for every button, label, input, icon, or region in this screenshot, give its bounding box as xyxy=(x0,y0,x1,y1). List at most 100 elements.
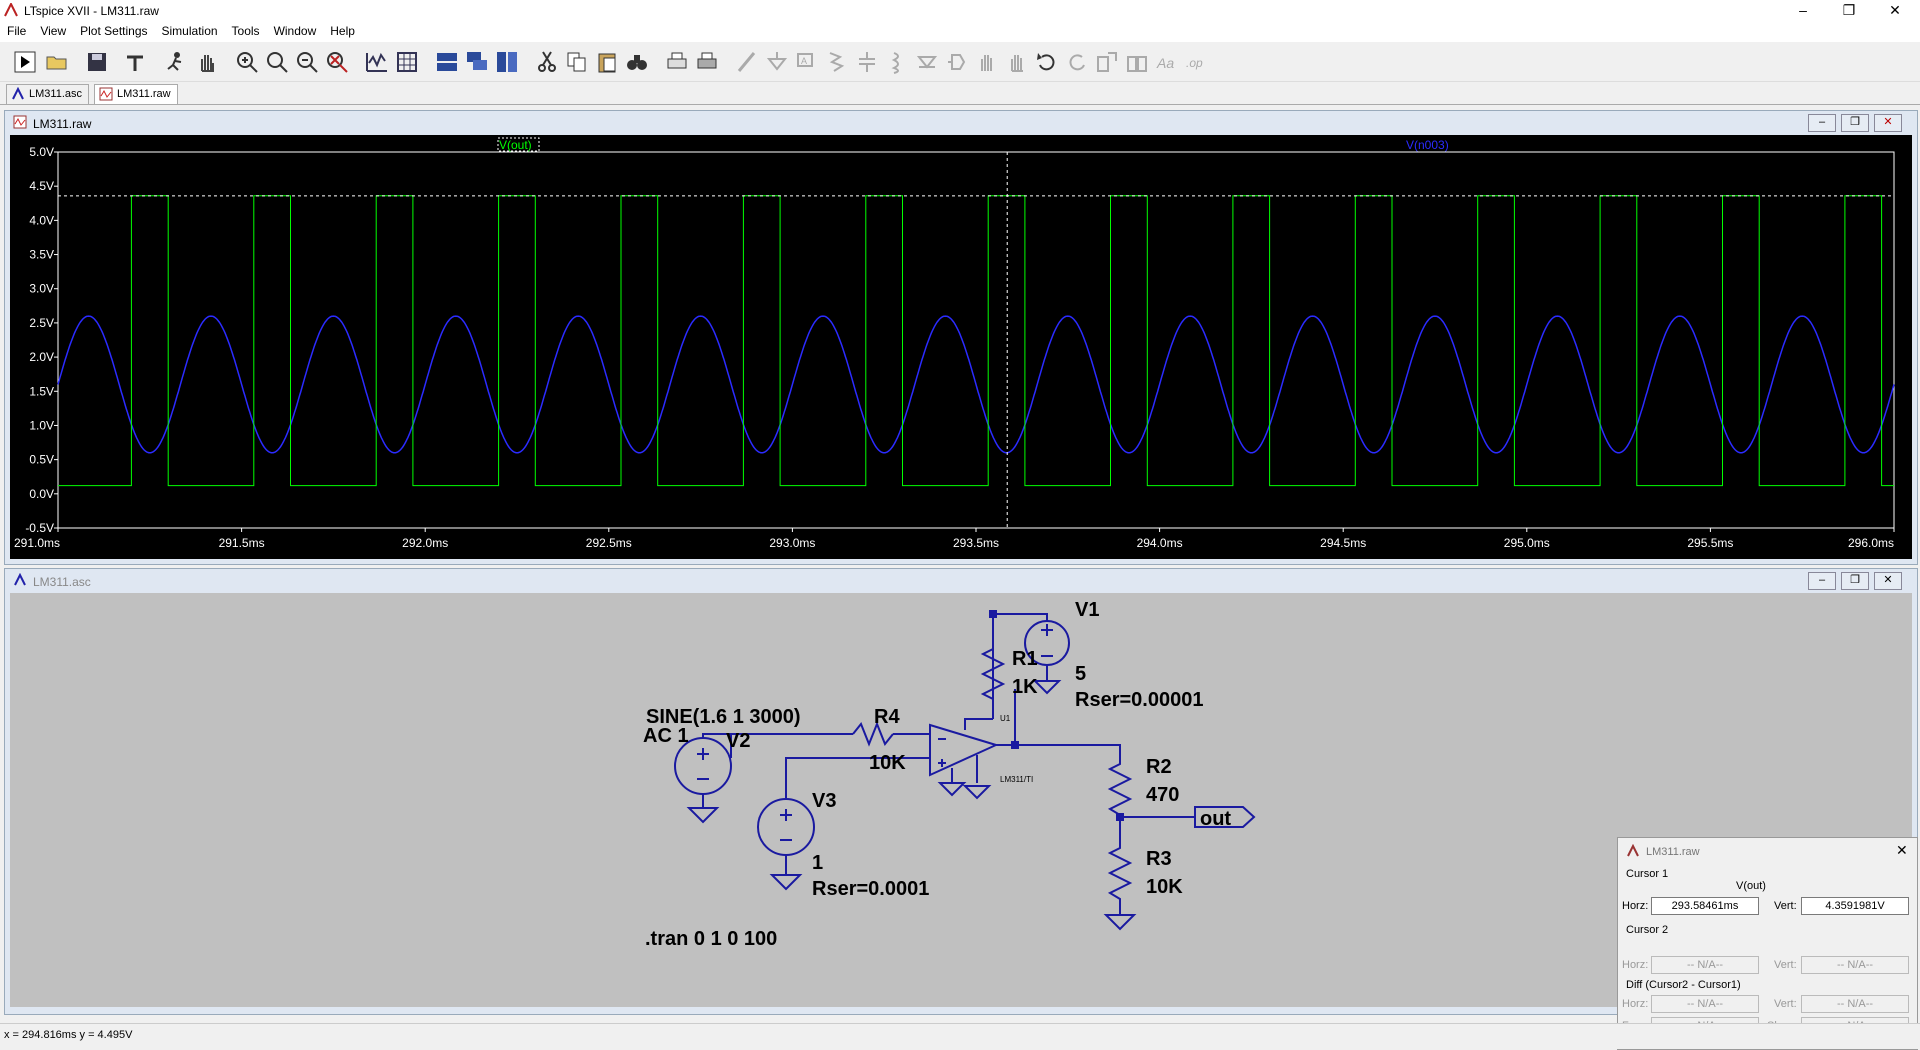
r2-resistor[interactable] xyxy=(1107,756,1133,816)
v3-source[interactable] xyxy=(757,798,815,856)
waveform-chart[interactable]: 5.0V4.5V4.0V3.5V3.0V2.5V2.0V1.5V1.0V0.5V… xyxy=(10,135,1912,559)
cascade-icon[interactable] xyxy=(464,49,490,75)
plot-minimize-button[interactable]: – xyxy=(1808,114,1836,132)
save-icon[interactable] xyxy=(84,49,110,75)
schematic-close-button[interactable]: ✕ xyxy=(1874,572,1902,590)
diff-horz-field: -- N/A-- xyxy=(1651,995,1759,1013)
run-icon[interactable] xyxy=(12,49,38,75)
v1-value: 5 xyxy=(1075,663,1086,685)
schematic-drawing[interactable]: V1 5 Rser=0.00001 R1 1K R4 10K SINE(1.6 … xyxy=(10,593,1912,1007)
wire[interactable] xyxy=(730,733,853,758)
tab-lm311-raw[interactable]: LM311.raw xyxy=(94,84,178,104)
r4-label: R4 xyxy=(874,706,900,728)
print-icon[interactable] xyxy=(664,49,690,75)
autorange-icon[interactable] xyxy=(364,49,390,75)
mirror-icon xyxy=(1127,56,1147,72)
trace-vn003[interactable] xyxy=(57,315,1895,454)
y-tick-label: 2.5V xyxy=(29,316,54,330)
trace-label-vout[interactable]: V(out) xyxy=(499,138,532,152)
open-folder-icon[interactable] xyxy=(44,49,70,75)
y-tick-label: 1.5V xyxy=(29,384,54,398)
zoom-icon[interactable] xyxy=(264,49,290,75)
pan-hand-icon[interactable] xyxy=(194,49,220,75)
v2-sine-spec: SINE(1.6 1 3000) xyxy=(646,706,801,728)
trace-label-vn003[interactable]: V(n003) xyxy=(1406,138,1449,152)
run-simulation-icon[interactable] xyxy=(162,49,188,75)
schematic-window: LM311.asc – ❐ ✕ xyxy=(4,568,1918,1015)
schematic-minimize-button[interactable]: – xyxy=(1808,572,1836,590)
trace-vout[interactable] xyxy=(58,195,1894,487)
wire[interactable] xyxy=(785,757,931,798)
x-tick-label: 293.0ms xyxy=(769,536,815,550)
rotate-icon xyxy=(1097,52,1117,72)
minimize-button[interactable]: – xyxy=(1799,2,1807,18)
schematic-canvas[interactable]: V1 5 Rser=0.00001 R1 1K R4 10K SINE(1.6 … xyxy=(10,593,1912,1007)
grid-icon[interactable] xyxy=(394,49,420,75)
r1-label: R1 xyxy=(1012,648,1038,670)
menu-tools[interactable]: Tools xyxy=(231,24,260,38)
u1-label: U1 xyxy=(1000,714,1011,723)
cursor2-heading: Cursor 2 xyxy=(1626,924,1669,936)
cursor1-horz-field[interactable]: 293.58461ms xyxy=(1651,897,1759,915)
copy-icon[interactable] xyxy=(564,49,590,75)
diode-icon xyxy=(916,56,938,69)
tran-directive[interactable]: .tran 0 1 0 100 xyxy=(645,928,777,950)
print-preview-icon[interactable] xyxy=(694,49,720,75)
wire[interactable] xyxy=(951,755,978,783)
v3-polarity xyxy=(780,809,792,841)
menu-help[interactable]: Help xyxy=(330,24,355,38)
cut-icon[interactable] xyxy=(534,49,560,75)
paste-icon[interactable] xyxy=(594,49,620,75)
tile-vertical-icon[interactable] xyxy=(494,49,520,75)
zoom-in-icon[interactable] xyxy=(234,49,260,75)
schematic-window-title: LM311.asc xyxy=(33,575,91,589)
cursor-panel-close-icon[interactable]: ✕ xyxy=(1896,842,1908,858)
svg-text:A: A xyxy=(801,56,807,66)
find-binoculars-icon[interactable] xyxy=(624,49,650,75)
horz-label: Horz: xyxy=(1622,900,1649,912)
schematic-icon xyxy=(12,87,24,100)
move-hand-icon xyxy=(981,55,992,71)
plot-restore-button[interactable]: ❐ xyxy=(1841,114,1869,132)
wire[interactable] xyxy=(1119,815,1195,840)
schematic-restore-button[interactable]: ❐ xyxy=(1841,572,1869,590)
plot-close-button[interactable]: ✕ xyxy=(1874,114,1902,132)
r1-resistor[interactable] xyxy=(980,639,1006,719)
menu-simulation[interactable]: Simulation xyxy=(161,24,218,38)
menu-plot-settings[interactable]: Plot Settings xyxy=(80,24,148,38)
capacitor-icon xyxy=(859,52,875,72)
wire[interactable] xyxy=(996,744,1121,756)
u1-comparator[interactable] xyxy=(929,723,999,777)
plot-frame xyxy=(57,151,1895,529)
waveform-icon xyxy=(13,115,27,129)
close-button[interactable]: ✕ xyxy=(1889,2,1901,18)
r3-resistor[interactable] xyxy=(1103,840,1137,931)
tile-horizontal-icon[interactable] xyxy=(434,49,460,75)
ground-icon xyxy=(1032,665,1062,695)
menu-view[interactable]: View xyxy=(40,24,67,38)
zoom-out-icon[interactable] xyxy=(294,49,320,75)
out-net-flag[interactable] xyxy=(1194,806,1256,828)
r4-resistor[interactable] xyxy=(852,721,894,747)
cursor2-horz-field: -- N/A-- xyxy=(1651,956,1759,974)
zoom-fit-icon[interactable] xyxy=(324,49,350,75)
r3-value: 10K xyxy=(1146,876,1183,898)
wire[interactable] xyxy=(964,718,993,730)
horz2-label: Horz: xyxy=(1622,959,1649,971)
y-tick-label: 4.5V xyxy=(29,179,54,193)
window-title: LTspice XVII - LM311.raw xyxy=(24,4,159,18)
control-panel-icon[interactable] xyxy=(122,49,148,75)
wire[interactable] xyxy=(702,733,731,738)
undo-icon[interactable] xyxy=(1034,49,1060,75)
menu-file[interactable]: File xyxy=(7,24,27,38)
tab-lm311-asc[interactable]: LM311.asc xyxy=(6,84,89,104)
x-tick-label: 294.5ms xyxy=(1320,536,1366,550)
cursor1-vert-field[interactable]: 4.3591981V xyxy=(1801,897,1909,915)
menu-window[interactable]: Window xyxy=(273,24,317,38)
x-tick-label: 295.5ms xyxy=(1687,536,1733,550)
y-tick-label: 4.0V xyxy=(29,213,54,227)
restore-button[interactable]: ❐ xyxy=(1842,2,1856,18)
